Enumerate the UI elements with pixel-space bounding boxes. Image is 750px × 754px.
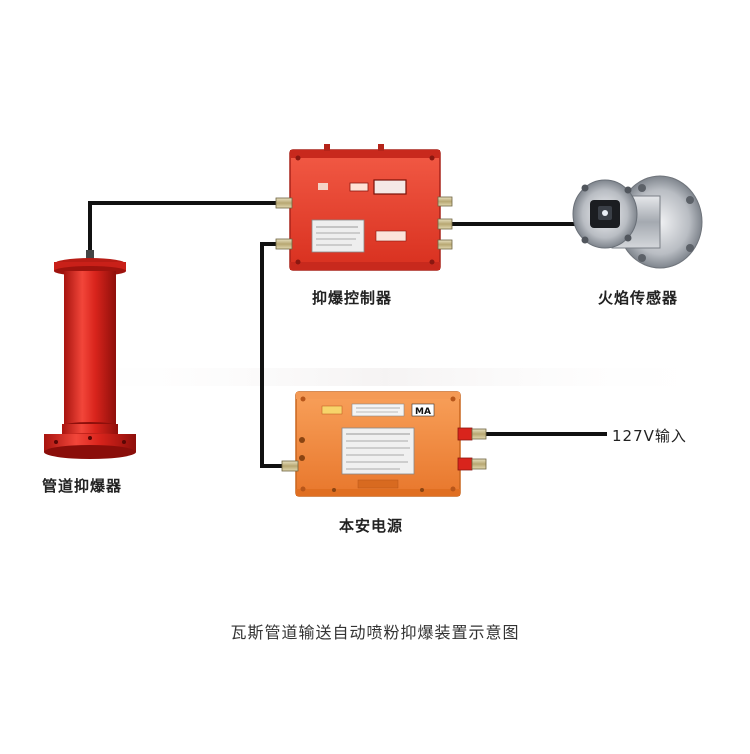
flame-sensor: [572, 175, 703, 269]
controller-gland-left-bottom: [275, 238, 293, 250]
cable-controller-to-power: [260, 242, 285, 468]
controller-gland-right-3: [437, 239, 453, 250]
power-gland-right-bottom: [457, 457, 487, 471]
label-controller: 抑爆控制器: [312, 289, 393, 307]
diagram-caption: 瓦斯管道输送自动喷粉抑爆装置示意图: [230, 623, 520, 642]
label-power-supply: 本安电源: [339, 517, 404, 535]
controller-gland-right-2: [437, 218, 453, 230]
controller-gland-left-top: [275, 197, 293, 209]
label-power-input: 127V输入: [612, 427, 687, 445]
intrinsic-safety-power-supply: MA: [281, 391, 487, 497]
power-gland-right-top: [457, 427, 487, 441]
explosion-controller: [275, 144, 453, 271]
power-gland-left: [281, 460, 299, 472]
cable-suppressor-to-controller: [88, 201, 282, 262]
label-pipe-suppressor: 管道抑爆器: [42, 477, 123, 495]
controller-gland-right-1: [437, 196, 453, 207]
pipe-suppressor: [44, 250, 136, 459]
ma-mark: MA: [415, 407, 431, 417]
label-flame-sensor: 火焰传感器: [598, 289, 679, 307]
background-band: [40, 368, 730, 386]
